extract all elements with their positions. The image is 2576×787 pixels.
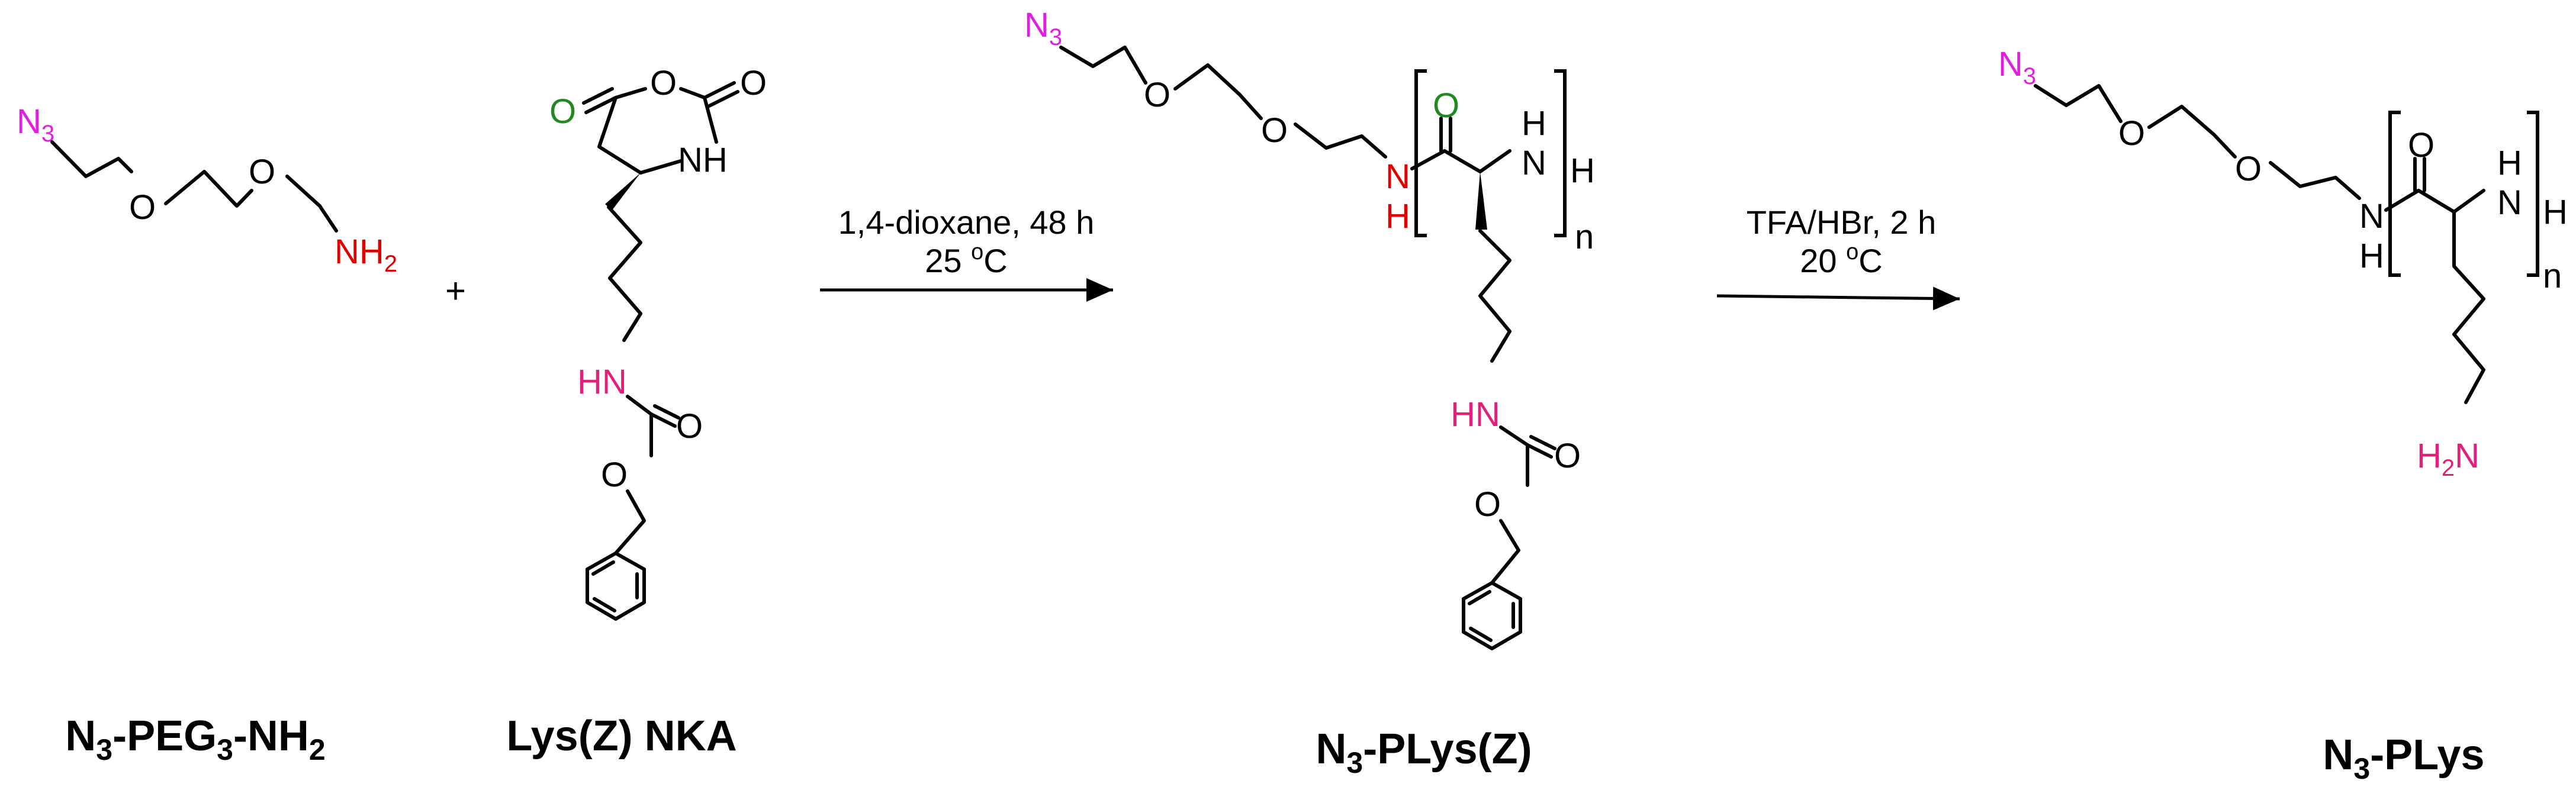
lysine-side-chain (607, 205, 642, 342)
peg-chain-bonds (1059, 46, 1147, 85)
backbone-nh-h: H (1522, 104, 1546, 143)
amide-n: N (2359, 197, 2384, 236)
lysine-side-chain (2452, 210, 2485, 404)
compound-n3-peg3-nh2: N3 O O NH2 (17, 102, 397, 277)
carbamate-co-bond-2 (653, 404, 680, 420)
amide-h: H (2359, 237, 2384, 275)
backbone-nh-n: N (1522, 144, 1546, 182)
amide-h: H (1385, 197, 1410, 236)
backbone-nh-n: N (2497, 183, 2522, 222)
nca-c2-carbonyl-bond-2 (706, 90, 739, 108)
end-group-h: H (1570, 151, 1595, 190)
nca-ring-oxygen: O (650, 64, 677, 102)
step1-conditions-temperature: 25 oC (925, 240, 1007, 279)
backbone-nh-h: H (2497, 144, 2522, 182)
amide-n: N (1385, 157, 1410, 196)
repeat-bracket-left (1414, 69, 1427, 237)
step2-conditions-temperature: 20 oC (1800, 240, 1882, 279)
amide-carbonyl-oxygen: O (2408, 126, 2435, 165)
backbone-bonds (2384, 189, 2485, 214)
benzene-double-3 (593, 597, 616, 612)
benzene-ring (586, 551, 646, 621)
plus-sign: + (445, 271, 466, 311)
peg-chain-bonds-2 (1173, 63, 1263, 120)
label-n3-peg3-nh2: N3-PEG3-NH2 (65, 712, 325, 766)
ether-oxygen-2: O (1261, 111, 1288, 150)
carbamate-nh: HN (577, 363, 627, 401)
peg-chain-bonds (2034, 84, 2122, 123)
repeat-bracket-left (2388, 111, 2401, 277)
carbamate-co-bond (649, 412, 677, 428)
ether-oxygen-1: O (2118, 114, 2145, 153)
carbamate-bonds (626, 395, 653, 457)
benzene-double-3 (1469, 627, 1493, 642)
peg-chain-bonds (50, 140, 133, 178)
peg-chain-bonds-2 (164, 170, 253, 208)
nca-carbonyl-bond (584, 96, 618, 114)
peg-chain-bonds-3 (1294, 122, 1387, 159)
benzene-double-1 (1468, 590, 1491, 605)
label-n3-plys-z: N3-PLys(Z) (1316, 725, 1532, 779)
azide-group: N3 (1998, 45, 2036, 89)
carbamate-bonds (1499, 425, 1529, 487)
step2-conditions-reagent: TFA/HBr, 2 h (1747, 204, 1937, 241)
nca-carbonyl-bond-2 (582, 87, 614, 105)
stereo-wedge (1475, 172, 1487, 230)
peg-chain-bonds-3 (2269, 161, 2361, 200)
carbamate-co-bond-2 (1529, 435, 1556, 450)
nca-c2-carbonyl-bond (703, 81, 736, 99)
stereo-wedge (605, 173, 641, 210)
azide-group: N3 (17, 102, 54, 147)
reaction-arrow-2 (1716, 286, 1960, 311)
lysine-side-chain (1478, 229, 1511, 363)
label-lys-z-nka: Lys(Z) NKA (506, 712, 737, 760)
benzene-double-1 (591, 560, 615, 576)
benzyl-linker (614, 489, 646, 555)
compound-lys-z-nka: O O O NH HN O O (549, 64, 767, 621)
nca-nh: NH (678, 141, 728, 179)
nca-c2-oxygen: O (740, 64, 767, 102)
end-group-h: H (2543, 193, 2568, 231)
nca-ring-bonds-2 (679, 87, 718, 144)
repeat-count: n (1575, 218, 1594, 256)
terminal-amine: H2N (2417, 437, 2479, 481)
carbamate-oxygen: O (676, 407, 703, 446)
peg-chain-bonds-3 (285, 175, 338, 233)
nca-ring-bonds-3 (639, 159, 683, 175)
carbamate-oxygen: O (1554, 437, 1581, 475)
ether-oxygen-2: O (2235, 150, 2262, 188)
peg-chain-bonds-2 (2147, 105, 2237, 159)
repeat-count: n (2543, 257, 2562, 295)
azide-group: N3 (1024, 6, 1062, 50)
repeat-bracket-right (2527, 111, 2539, 277)
label-n3-plys: N3-PLys (2323, 731, 2484, 785)
carbamate-nh: HN (1451, 395, 1500, 434)
benzyl-linker (1490, 519, 1520, 585)
ester-oxygen: O (1474, 485, 1501, 524)
ether-oxygen-1: O (129, 188, 156, 227)
ester-oxygen: O (601, 456, 628, 494)
carbamate-co-bond (1526, 443, 1553, 459)
backbone-bonds (1410, 149, 1511, 173)
compound-n3-plys-z: N3 O O N H O H N H n HN O O (1024, 6, 1595, 650)
step1-conditions-solvent: 1,4-dioxane, 48 h (838, 204, 1095, 241)
repeat-bracket-right (1554, 69, 1567, 237)
nca-carbonyl-oxygen: O (549, 92, 576, 131)
ether-oxygen-2: O (249, 153, 275, 191)
amide-carbonyl-oxygen: O (1433, 86, 1459, 125)
nca-ring-bonds (597, 87, 647, 175)
benzene-ring (1462, 581, 1522, 650)
compound-n3-plys: N3 O O N H O H N H n H2N (1998, 45, 2568, 481)
amine-group: NH2 (335, 233, 397, 277)
ether-oxygen-1: O (1144, 76, 1170, 114)
